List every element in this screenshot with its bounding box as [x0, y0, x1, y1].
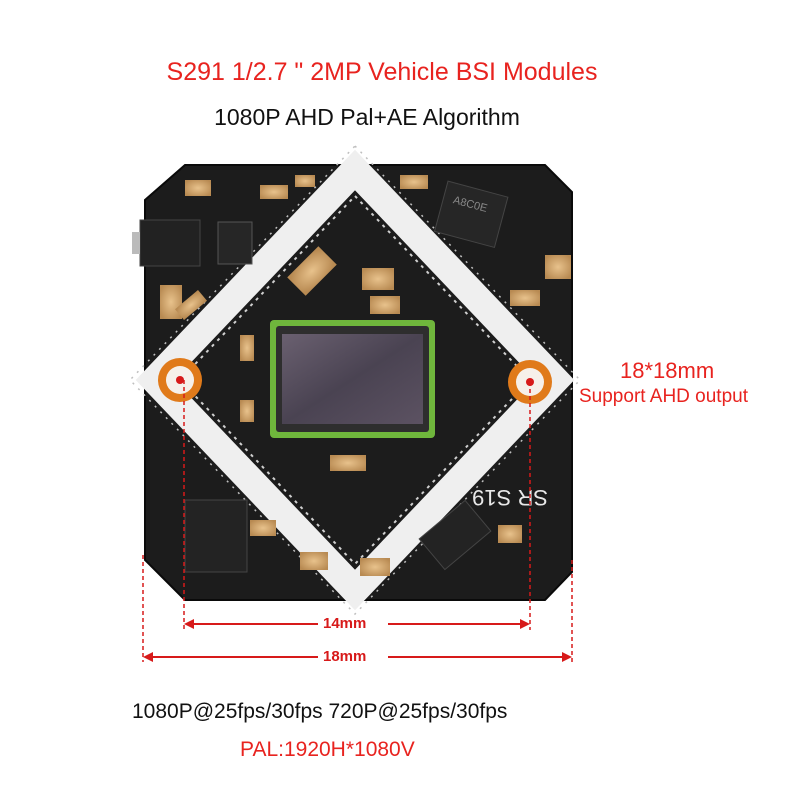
mount-hole-left	[158, 358, 202, 402]
product-subtitle: 1080P AHD Pal+AE Algorithm	[214, 104, 520, 130]
resolution-label: 1080P@25fps/30fps 720P@25fps/30fps	[132, 700, 508, 723]
image-sensor	[270, 320, 435, 438]
dimension-14mm-label: 14mm	[323, 615, 367, 632]
size-label: 18*18mm	[620, 358, 715, 383]
pal-resolution-label: PAL:1920H*1080V	[240, 738, 415, 761]
product-title: S291 1/2.7 " 2MP Vehicle BSI Modules	[166, 58, 598, 86]
chip-bottom-right	[418, 499, 492, 571]
chip-top-left	[132, 219, 201, 267]
smd-components	[160, 175, 571, 576]
chip-bottom-left	[184, 499, 248, 573]
dimension-14mm	[183, 380, 531, 630]
dimension-18mm	[142, 555, 573, 662]
dimension-18mm-label: 18mm	[323, 648, 367, 665]
chip-top-right: A8C0E	[433, 180, 509, 249]
silkscreen-diamond	[135, 149, 575, 611]
chip-top-small	[217, 221, 253, 265]
ahd-output-label: Support AHD output	[579, 386, 748, 407]
board-marking: SR S19	[472, 485, 548, 510]
